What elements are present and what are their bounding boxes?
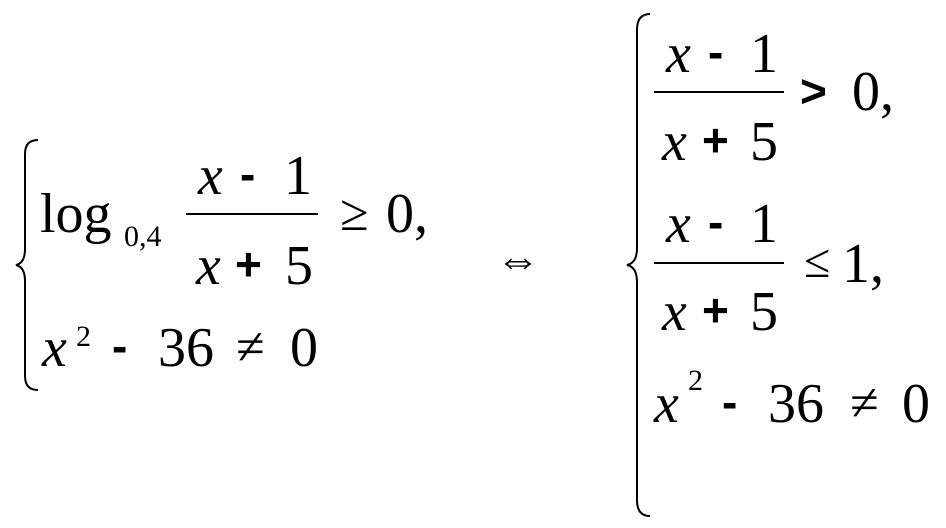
r3-var: x xyxy=(654,373,679,435)
r2-numerator-const: 1 xyxy=(750,193,778,255)
r3-op: - xyxy=(722,376,738,428)
left-rhs: 0, xyxy=(386,183,428,245)
left-numerator-op: - xyxy=(240,148,256,200)
left-system-brace xyxy=(15,139,39,391)
r1-numerator-var: x xyxy=(666,23,691,85)
r1-fraction-bar xyxy=(654,91,784,93)
r1-numerator-const: 1 xyxy=(750,23,778,85)
r2-denominator-var: x xyxy=(662,281,687,343)
r1-relation: > xyxy=(800,65,827,117)
left-line2-op: - xyxy=(112,320,128,372)
log-word: log xyxy=(40,183,112,245)
r3-const: 36 xyxy=(768,373,824,435)
r2-numerator-var: x xyxy=(666,193,691,255)
r1-numerator-op: - xyxy=(708,26,724,78)
r2-relation: ≤ xyxy=(804,235,831,288)
left-denominator-op: + xyxy=(235,238,262,290)
left-line2-const: 36 xyxy=(158,317,214,379)
r1-denominator-var: x xyxy=(662,111,687,173)
r2-fraction-bar xyxy=(654,262,784,264)
r3-rhs: 0 xyxy=(902,373,930,435)
r1-denominator-const: 5 xyxy=(750,111,778,173)
r3-relation: ≠ xyxy=(850,375,879,432)
r2-denominator-op: + xyxy=(702,284,729,336)
right-system-brace xyxy=(626,13,651,517)
r2-denominator-const: 5 xyxy=(750,281,778,343)
left-line2-relation: ≠ xyxy=(236,319,265,376)
r1-denominator-op: + xyxy=(702,114,729,166)
left-numerator-const: 1 xyxy=(284,145,312,207)
left-denominator-const: 5 xyxy=(285,235,313,297)
left-fraction-bar xyxy=(186,213,318,215)
left-relation: ≥ xyxy=(340,185,369,242)
left-line2-rhs: 0 xyxy=(290,317,318,379)
log-base: 0,4 xyxy=(124,220,162,253)
left-denominator-var: x xyxy=(196,235,221,297)
r2-rhs: 1, xyxy=(842,233,884,295)
r3-exp: 2 xyxy=(688,364,703,397)
left-line2-exp: 2 xyxy=(76,320,91,353)
left-line2-var: x xyxy=(42,317,67,379)
equivalence-symbol: ⇔ xyxy=(496,235,540,284)
left-numerator-var: x xyxy=(198,145,223,207)
r2-numerator-op: - xyxy=(708,196,724,248)
r1-rhs: 0, xyxy=(852,61,894,123)
